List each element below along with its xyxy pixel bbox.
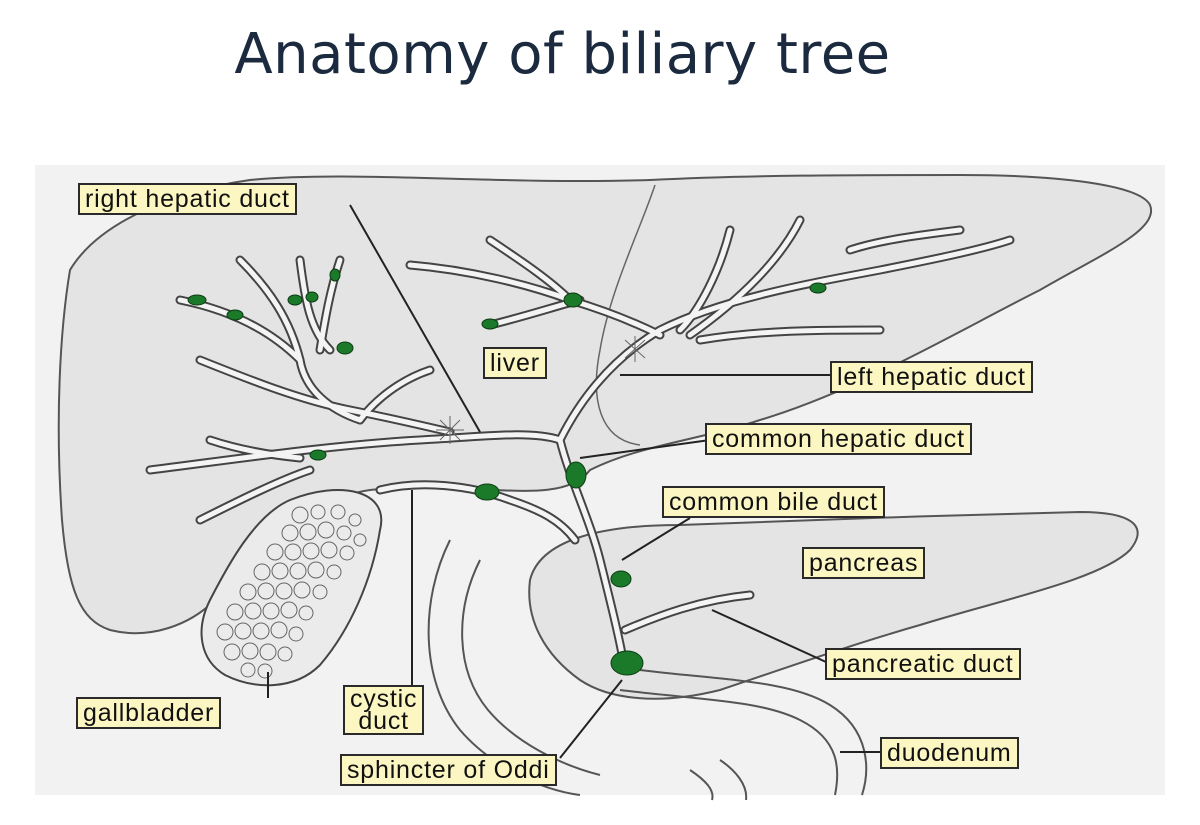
liver-lobe-edge bbox=[595, 184, 656, 446]
label-cystic-duct: cystic duct bbox=[343, 685, 425, 735]
label-gallbladder: gallbladder bbox=[76, 697, 222, 729]
label-cystic-duct-line2: duct bbox=[358, 707, 409, 735]
label-left-hepatic-duct: left hepatic duct bbox=[830, 361, 1033, 393]
pancreas-shape bbox=[528, 510, 1139, 700]
gallbladder-stones bbox=[216, 504, 367, 679]
duodenum-inner bbox=[461, 559, 601, 776]
duodenum-curl bbox=[689, 759, 748, 801]
star-marks bbox=[436, 336, 646, 444]
label-duodenum: duodenum bbox=[880, 737, 1019, 769]
duct-system bbox=[145, 215, 1015, 675]
label-pancreatic-duct: pancreatic duct bbox=[825, 648, 1021, 680]
leader-lines bbox=[267, 204, 880, 759]
diagram-title: Anatomy of biliary tree bbox=[234, 22, 891, 87]
label-pancreas: pancreas bbox=[802, 547, 926, 579]
label-sphincter-of-oddi: sphincter of Oddi bbox=[340, 754, 557, 786]
label-cystic-duct-line1: cystic bbox=[350, 685, 418, 713]
label-common-bile-duct: common bile duct bbox=[662, 486, 885, 518]
duodenum-lower-inner bbox=[639, 669, 868, 796]
duct-nodes bbox=[187, 268, 827, 676]
label-common-hepatic-duct: common hepatic duct bbox=[705, 423, 972, 455]
label-liver: liver bbox=[483, 347, 547, 379]
label-right-hepatic-duct: right hepatic duct bbox=[78, 183, 297, 215]
duodenum-lower-outer bbox=[619, 689, 839, 796]
